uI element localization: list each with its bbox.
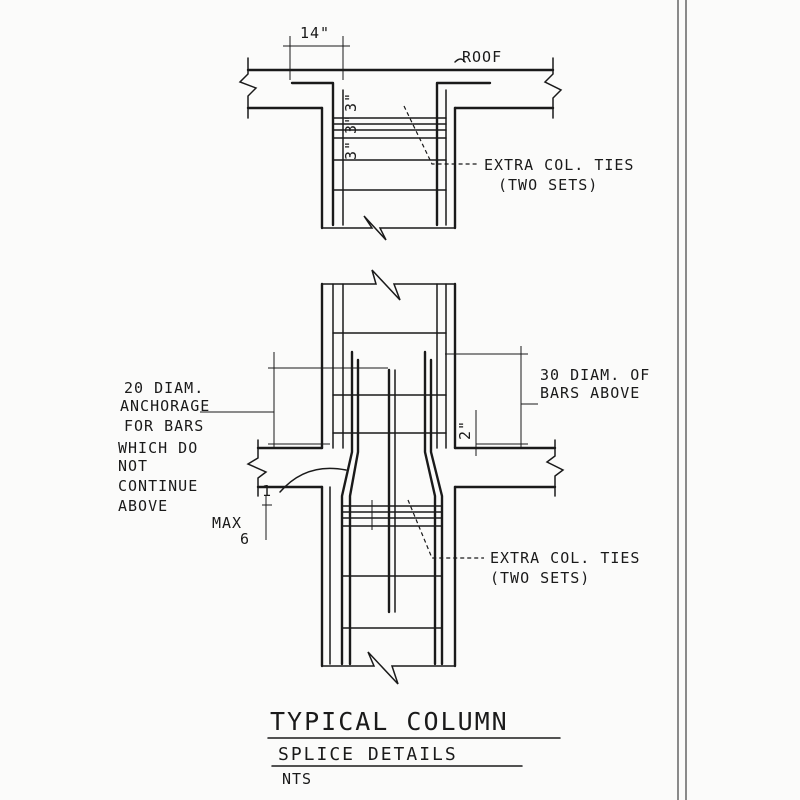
notes: 20 DIAM. ANCHORAGE FOR BARS WHICH DO NOT… (118, 366, 650, 587)
tie-spacing-b: 3" (342, 114, 360, 134)
scale-label: NTS (282, 770, 312, 788)
slab-break-right (545, 439, 565, 497)
dim-2in-label: 2" (456, 420, 474, 440)
extra-ties-bot-leader (407, 499, 484, 559)
column-break-lower (321, 651, 456, 685)
slab-break-left (246, 439, 268, 497)
floor-splice-detail (200, 269, 565, 685)
hooked-bar-right (435, 81, 492, 227)
anchorage-line6: CONTINUE (118, 477, 198, 495)
hooked-bar-left (290, 81, 335, 227)
max-value: 6 (240, 530, 250, 548)
anchorage-line5: NOT (118, 457, 148, 475)
column-break-top-detail (321, 215, 456, 241)
splice-line2: BARS ABOVE (540, 384, 640, 402)
roof-leader (454, 58, 466, 63)
break-mark-left (238, 57, 258, 119)
offset-bar-right (423, 350, 437, 666)
column-break-upper (321, 269, 456, 301)
offset-bar-right-2 (429, 358, 444, 666)
title-block: TYPICAL COLUMN SPLICE DETAILS NTS (267, 707, 561, 788)
extra-ties-top-line2: (TWO SETS) (498, 176, 598, 194)
slope-label: 1 (262, 482, 272, 500)
break-mark-right (543, 57, 563, 119)
extra-ties-top-leader (403, 105, 478, 165)
tie-spacing-a: 3" (342, 140, 360, 160)
roof-detail: 14" ROOF 3" 3" 3" EXTRA COL. TIES (TWO S… (238, 24, 634, 241)
slope-leader (279, 467, 347, 493)
anchorage-line2: ANCHORAGE (120, 397, 210, 415)
roof-label: ROOF (462, 48, 502, 66)
title-line2: SPLICE DETAILS (278, 744, 458, 765)
extra-ties-bot-line2: (TWO SETS) (490, 569, 590, 587)
title-line1: TYPICAL COLUMN (270, 707, 509, 736)
splice-line1: 30 DIAM. OF (540, 366, 650, 384)
anchorage-line7: ABOVE (118, 497, 168, 515)
offset-bar-left (340, 350, 354, 666)
extra-ties-top-line1: EXTRA COL. TIES (484, 156, 634, 174)
offset-bar-left-2 (348, 358, 360, 666)
anchorage-line4: WHICH DO (118, 439, 198, 457)
anchorage-line3: FOR BARS (124, 417, 204, 435)
tie-spacing-c: 3" (342, 92, 360, 112)
extra-ties-bot-line1: EXTRA COL. TIES (490, 549, 640, 567)
anchorage-line1: 20 DIAM. (124, 379, 204, 397)
dim-width-label: 14" (300, 24, 330, 42)
max-label: MAX (212, 514, 242, 532)
